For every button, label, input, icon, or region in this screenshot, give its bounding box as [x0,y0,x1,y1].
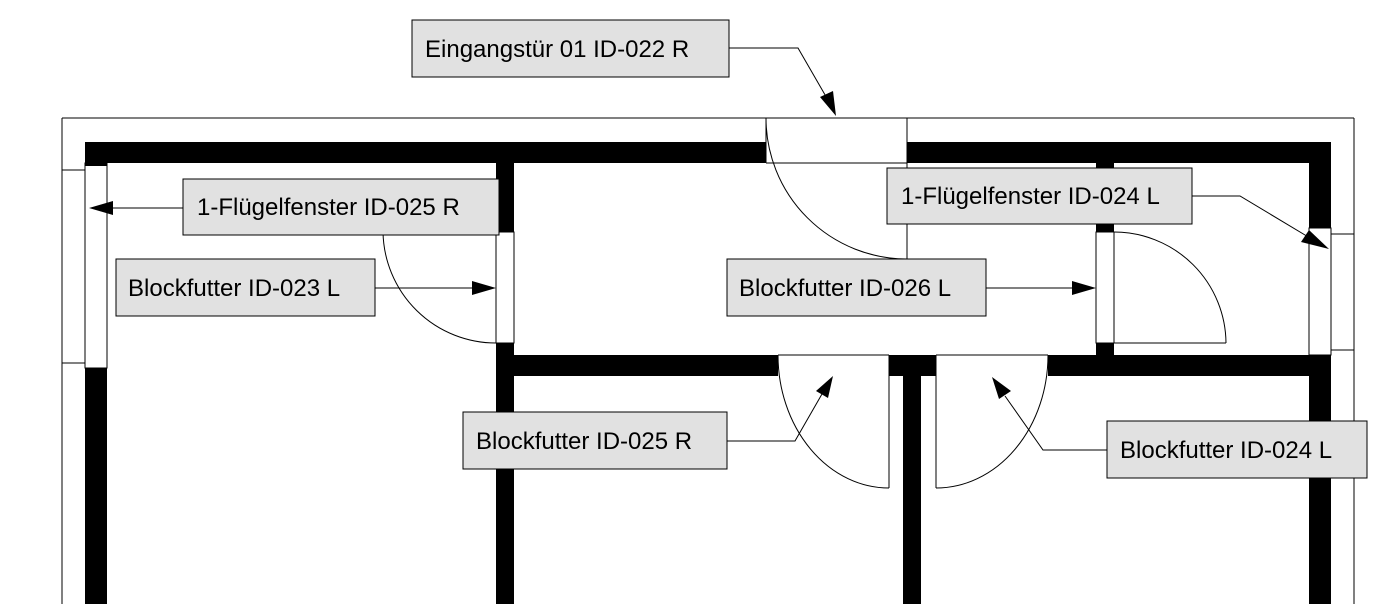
door-023-symbol [382,231,515,344]
tag-entrance-door: Eingangstür 01 ID-022 R [411,19,730,78]
tag-frame-026: Blockfutter ID-026 L [726,258,987,317]
arrowhead [992,377,1011,399]
arrowhead [820,91,836,116]
arrowhead [472,281,496,295]
leaders [89,47,1329,451]
inner-wall-left-lower [496,343,514,604]
tag-frame-024-label: Blockfutter ID-024 L [1120,437,1332,464]
right-wall-lower [1309,355,1331,604]
arrowhead [1072,281,1096,295]
window-right-symbol [1308,227,1354,356]
tag-entrance-door-label: Eingangstür 01 ID-022 R [425,36,689,63]
tag-window-right-label: 1-Flügelfenster ID-024 L [901,183,1160,210]
tag-frame-023-label: Blockfutter ID-023 L [128,275,340,302]
window-left-symbol [62,162,108,369]
inner-wall-middle [903,355,921,604]
top-wall-right [907,142,1331,163]
tag-window-left: 1-Flügelfenster ID-025 R [182,178,500,236]
tag-frame-023: Blockfutter ID-023 L [115,258,376,317]
arrowhead [89,201,113,215]
entrance-door-symbol [765,117,908,260]
left-wall [85,368,107,604]
tag-frame-025: Blockfutter ID-025 R [462,411,728,470]
tag-frame-025-label: Blockfutter ID-025 R [476,428,692,455]
inner-wall-left-upper [496,142,514,232]
door-024-symbol [935,354,1049,489]
right-wall-upper [1309,142,1331,228]
inner-wall-right-lower [1096,343,1114,376]
tag-frame-026-label: Blockfutter ID-026 L [739,275,951,302]
corridor-wall-a [496,355,778,376]
tag-window-left-label: 1-Flügelfenster ID-025 R [197,194,460,221]
door-026-symbol [1095,231,1227,344]
outer-wall-outline [61,117,1355,604]
arrowhead [1301,230,1329,249]
tag-frame-024: Blockfutter ID-024 L [1106,420,1368,479]
door-025-symbol [777,354,890,489]
top-wall-left [85,142,766,163]
arrowhead [816,376,833,398]
left-wall-top [85,142,107,166]
corridor-wall-c [1048,355,1331,376]
walls [85,142,1331,604]
tag-window-right: 1-Flügelfenster ID-024 L [886,167,1193,225]
